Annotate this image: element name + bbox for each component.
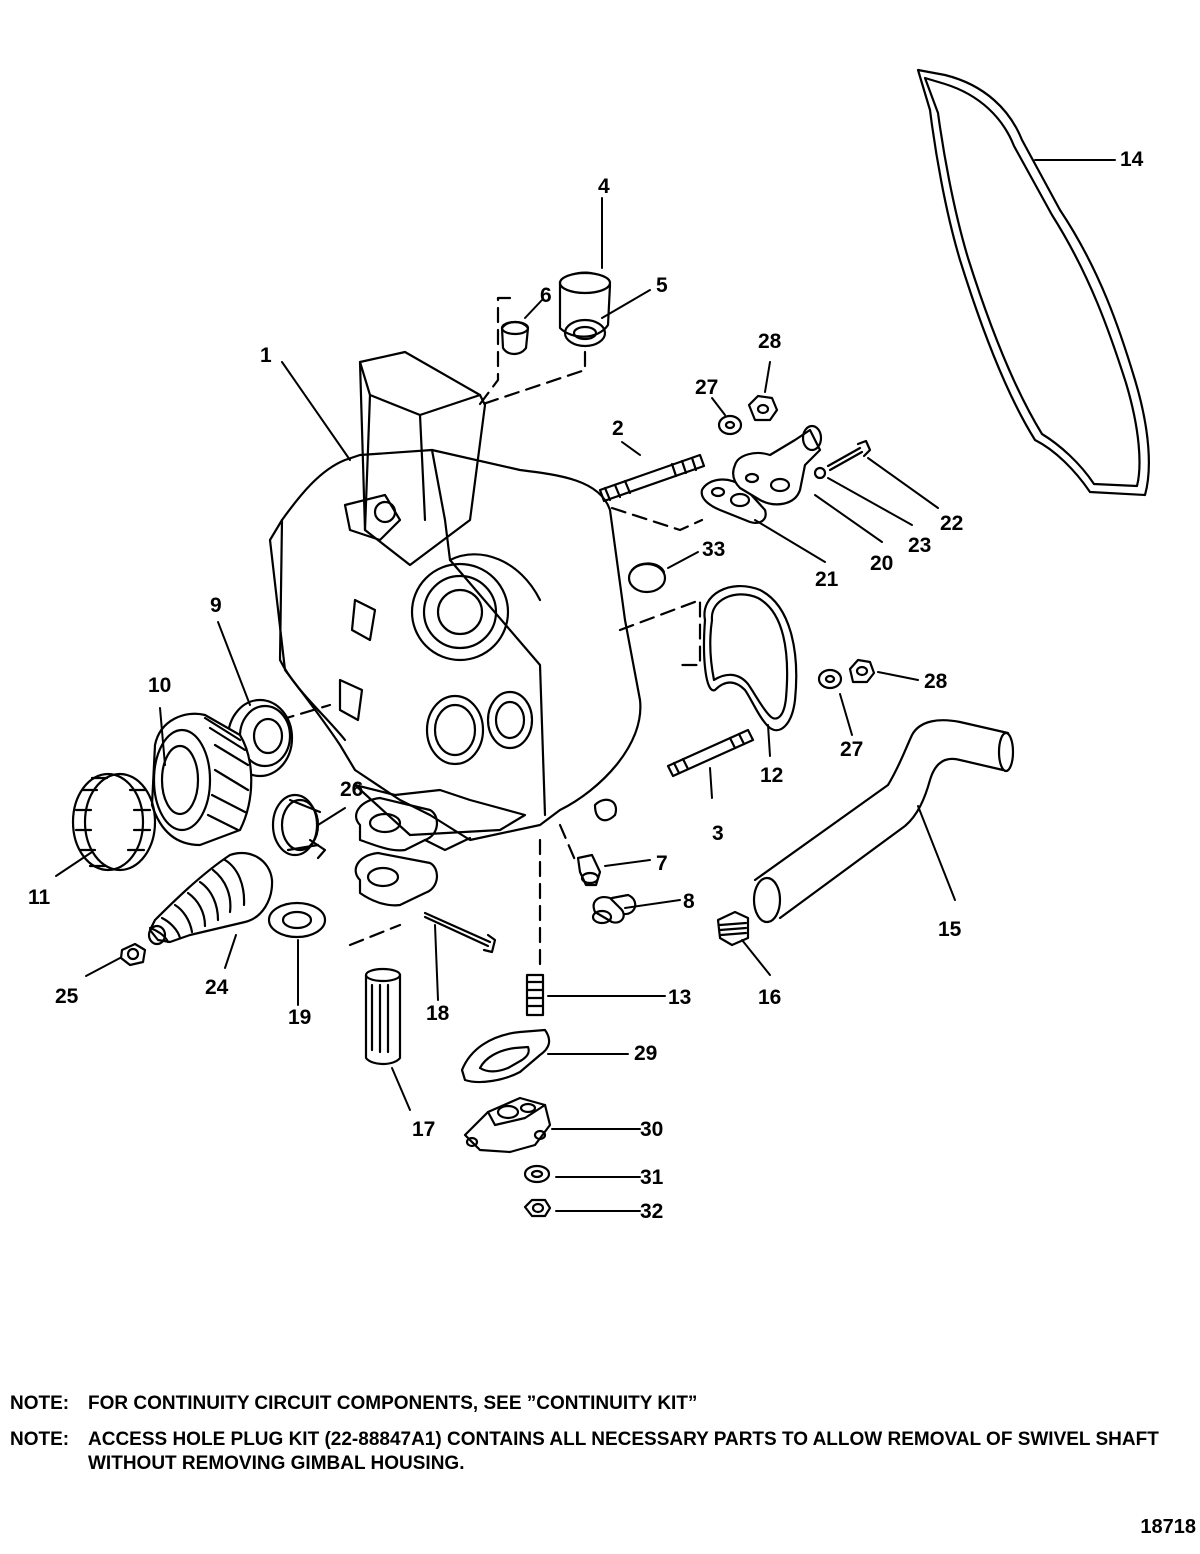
- part-27-washer-right: [817, 668, 843, 690]
- callout-3: 3: [712, 822, 724, 845]
- part-10-bearing: [150, 712, 253, 847]
- part-29-gasket: [460, 1028, 551, 1084]
- part-20-elbow: [732, 424, 823, 506]
- part-6-plug: [500, 320, 530, 356]
- part-22-bolt: [826, 439, 872, 472]
- part-14-gasket: [916, 68, 1150, 497]
- callout-27b: 27: [840, 738, 863, 761]
- assembly-guide-lines: [278, 296, 704, 972]
- callout-16: 16: [758, 986, 781, 1009]
- part-27-washer-top: [717, 414, 743, 436]
- part-28-nut-right: [848, 658, 876, 684]
- note-continuity-kit: NOTE: FOR CONTINUITY CIRCUIT COMPONENTS,…: [10, 1392, 1190, 1416]
- part-15-hose: [752, 719, 1015, 924]
- callout-21: 21: [815, 568, 839, 591]
- part-21-gasket: [700, 478, 767, 524]
- part-4-cap: [558, 271, 612, 338]
- part-8-clip: [591, 893, 637, 925]
- callout-9: 9: [210, 594, 222, 617]
- figure-number: 18718: [1140, 1516, 1196, 1538]
- part-19-washer: [267, 901, 327, 939]
- callout-22: 22: [940, 512, 963, 535]
- note-access-hole-plug-kit: NOTE: ACCESS HOLE PLUG KIT (22-88847A1) …: [10, 1428, 1190, 1476]
- callout-6: 6: [540, 284, 552, 307]
- callout-19: 19: [288, 1006, 311, 1029]
- part-25-nut: [119, 942, 147, 967]
- part-5-seal: [563, 318, 607, 348]
- part-26-clamp: [271, 793, 327, 860]
- callout-5: 5: [656, 274, 668, 297]
- yoke-arms: [354, 796, 472, 907]
- callout-7: 7: [656, 852, 668, 875]
- note-text: ACCESS HOLE PLUG KIT (22-88847A1) CONTAI…: [88, 1429, 1159, 1474]
- part-16-fitting: [716, 910, 750, 947]
- part-30-block: [463, 1096, 552, 1154]
- callout-11: 11: [28, 886, 51, 909]
- notes-section: NOTE: FOR CONTINUITY CIRCUIT COMPONENTS,…: [10, 1392, 1190, 1488]
- part-24-bellows: [147, 851, 274, 946]
- part-3-stud: [666, 728, 755, 778]
- callout-30: 30: [640, 1118, 663, 1141]
- callout-27a: 27: [695, 376, 718, 399]
- callout-1: 1: [260, 344, 272, 367]
- leader-lines: [55, 159, 1116, 1212]
- part-28-nut-top: [747, 394, 779, 422]
- callout-29: 29: [634, 1042, 657, 1065]
- callout-28a: 28: [758, 330, 782, 353]
- callout-20: 20: [870, 552, 893, 575]
- part-1-gimbal-housing: [268, 350, 642, 842]
- callout-18: 18: [426, 1002, 450, 1025]
- part-17-swivel-shaft: [364, 967, 402, 1066]
- callout-2: 2: [612, 417, 624, 440]
- note-text: FOR CONTINUITY CIRCUIT COMPONENTS, SEE ”…: [88, 1393, 698, 1414]
- callout-8: 8: [683, 890, 695, 913]
- part-7-fitting: [576, 853, 602, 887]
- callout-26: 26: [340, 778, 363, 801]
- callout-23: 23: [908, 534, 931, 557]
- part-12-gasket: [702, 585, 798, 732]
- part-31-washer: [523, 1164, 551, 1184]
- callout-32: 32: [640, 1200, 663, 1223]
- callout-12: 12: [760, 764, 783, 787]
- callout-14: 14: [1120, 148, 1144, 171]
- callout-31: 31: [640, 1166, 664, 1189]
- part-13-stud: [525, 973, 545, 1017]
- callout-4: 4: [598, 175, 610, 198]
- callout-10: 10: [148, 674, 171, 697]
- part-11-bearing-cage: [71, 772, 157, 872]
- callout-labels: 1 2 3 4 5 6 7 8 9 10 11 12 13 14 15 16 1…: [28, 148, 1144, 1223]
- note-label: NOTE:: [10, 1393, 70, 1414]
- callout-33: 33: [702, 538, 725, 561]
- callout-28b: 28: [924, 670, 948, 693]
- callout-17: 17: [412, 1118, 435, 1141]
- callout-24: 24: [205, 976, 229, 999]
- part-18-bolt: [423, 911, 497, 954]
- callout-15: 15: [938, 918, 962, 941]
- callout-13: 13: [668, 986, 691, 1009]
- callout-25: 25: [55, 985, 79, 1008]
- part-33-plug: [627, 562, 667, 594]
- note-label: NOTE:: [10, 1429, 70, 1450]
- part-32-nut: [523, 1198, 552, 1218]
- part-23-washer: [813, 466, 827, 480]
- part-2-stud: [598, 453, 706, 503]
